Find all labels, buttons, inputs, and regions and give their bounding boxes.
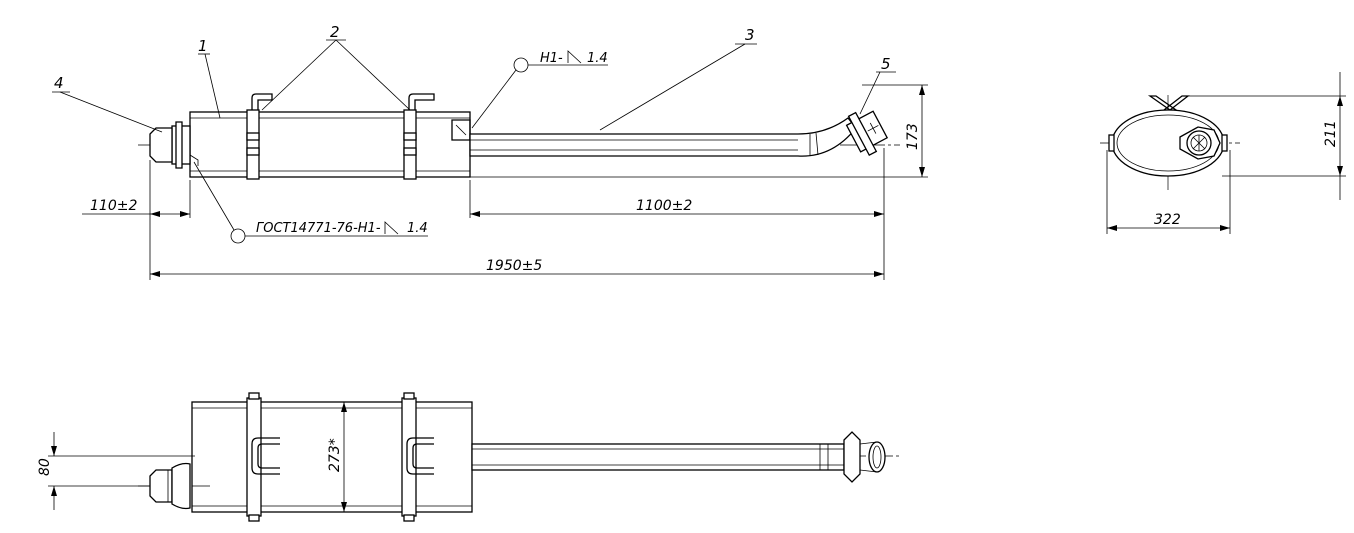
dimension-1950: 1950±5 — [486, 258, 542, 274]
plan-strap-left — [246, 392, 280, 522]
dimension-80: 80 — [37, 458, 53, 476]
weld-note-bottom-size: 1.4 — [407, 221, 428, 236]
weld-note-top: H1- — [540, 51, 563, 66]
plan-inlet-nozzle — [138, 462, 210, 510]
dimension-273: 273* — [327, 438, 343, 472]
end-view: 211 322 — [1100, 72, 1346, 234]
plan-exhaust-pipe — [471, 443, 845, 471]
plan-view: 80 273* — [37, 392, 900, 522]
callout-part-3: 3 — [745, 26, 755, 44]
dimension-1100: 1100±2 — [636, 198, 692, 214]
outlet-flange — [845, 110, 889, 157]
callout-part-4: 4 — [54, 74, 64, 92]
exhaust-pipe — [469, 117, 857, 157]
plan-muffler-body — [191, 401, 473, 513]
callout-part-5: 5 — [881, 55, 891, 73]
callout-part-1: 1 — [198, 37, 208, 55]
dimension-211: 211 — [1323, 120, 1339, 147]
dimension-173: 173 — [905, 123, 921, 150]
plan-strap-right — [401, 392, 434, 522]
front-view: 1 2 3 4 5 H1- 1.4 ГОСТ14771-76-Н1- 1.4 1… — [52, 23, 928, 280]
callout-part-2: 2 — [330, 23, 340, 41]
weld-note-bottom: ГОСТ14771-76-Н1- — [256, 221, 381, 236]
weld-mark-top — [513, 57, 529, 73]
muffler-body — [189, 111, 471, 178]
weld-mark-bottom — [230, 228, 246, 244]
inlet-nozzle — [149, 121, 199, 169]
dimension-322: 322 — [1154, 212, 1181, 228]
weld-note-top-size: 1.4 — [587, 51, 608, 66]
dimension-110: 110±2 — [90, 198, 137, 214]
plan-outlet-flange — [843, 431, 886, 483]
mounting-strap-left — [246, 93, 273, 180]
